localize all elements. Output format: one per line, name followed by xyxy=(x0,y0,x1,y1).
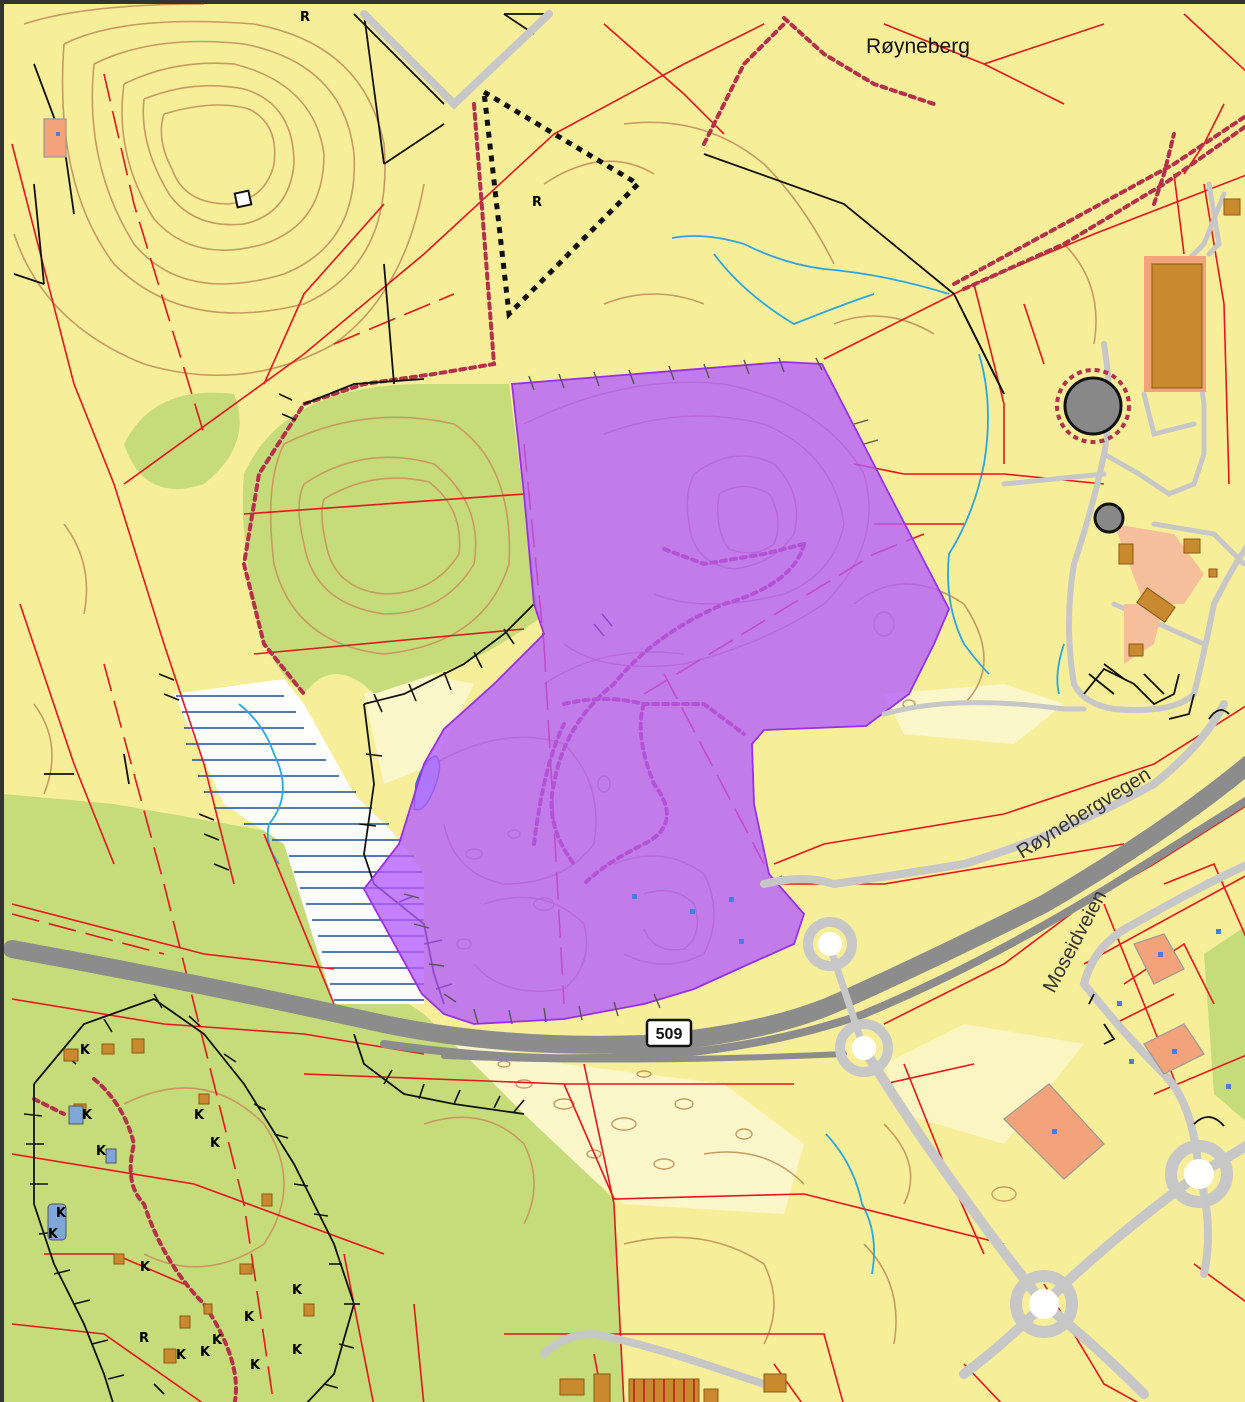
power-lines xyxy=(1083,663,1230,1127)
k-symbol: K xyxy=(194,1108,205,1123)
fence-lines xyxy=(13,13,1005,785)
k-symbol: K xyxy=(82,1108,93,1123)
forest-southwest xyxy=(4,794,624,1402)
k-symbol: K xyxy=(292,1343,303,1358)
roundabout-east[interactable] xyxy=(1165,1140,1233,1208)
k-symbol: K xyxy=(200,1345,211,1360)
open-area-south xyxy=(434,1034,804,1214)
k-symbol: K xyxy=(250,1358,261,1373)
buildings xyxy=(63,198,1241,1402)
k-symbols: K K K K K K K K K K K K K K K xyxy=(48,1043,303,1373)
open-area-center xyxy=(364,674,474,784)
roundabout-south[interactable] xyxy=(1010,1270,1078,1338)
forest-hill xyxy=(242,384,539,694)
roundabout-north[interactable] xyxy=(803,917,857,971)
point-symbols xyxy=(56,132,1231,1134)
forest-north xyxy=(124,392,240,489)
r-symbol: R xyxy=(300,10,310,25)
planning-area-ticks xyxy=(403,357,879,1025)
k-symbol: K xyxy=(244,1310,255,1325)
k-symbol: K xyxy=(176,1348,187,1363)
open-area-east xyxy=(884,684,1064,744)
k-symbol: K xyxy=(80,1043,91,1058)
protected-boundary xyxy=(480,87,643,320)
open-area-southeast xyxy=(884,1024,1084,1144)
roundabout-icon xyxy=(803,917,857,971)
streams xyxy=(238,235,1065,1275)
fence-ticks xyxy=(23,393,613,1389)
k-symbol: K xyxy=(210,1136,221,1151)
k-symbol: K xyxy=(56,1206,67,1221)
topographic-map[interactable]: 509 Røyneberg Røynebergvegen Moseidveien… xyxy=(4,4,1245,1402)
tank-icon xyxy=(1055,368,1131,534)
k-symbol: K xyxy=(212,1333,223,1348)
route-number: 509 xyxy=(656,1026,683,1043)
r-symbol: R xyxy=(532,195,542,210)
hut xyxy=(233,189,253,209)
k-symbol: K xyxy=(48,1227,59,1242)
forest-east xyxy=(1204,926,1245,1121)
blue-lots xyxy=(47,1105,117,1241)
r-symbol: R xyxy=(139,1331,149,1346)
roundabout-middle[interactable] xyxy=(835,1019,893,1077)
place-label-royneberg: Røyneberg xyxy=(866,35,970,58)
k-symbol: K xyxy=(96,1144,107,1159)
local-roads xyxy=(360,10,1245,1399)
main-road-e39 xyxy=(4,755,1245,1063)
k-symbol: K xyxy=(140,1260,151,1275)
k-symbol: K xyxy=(292,1283,303,1298)
route-shield-icon: 509 xyxy=(645,1018,693,1048)
planning-area[interactable] xyxy=(362,361,950,1025)
building-stripes xyxy=(633,1379,695,1402)
